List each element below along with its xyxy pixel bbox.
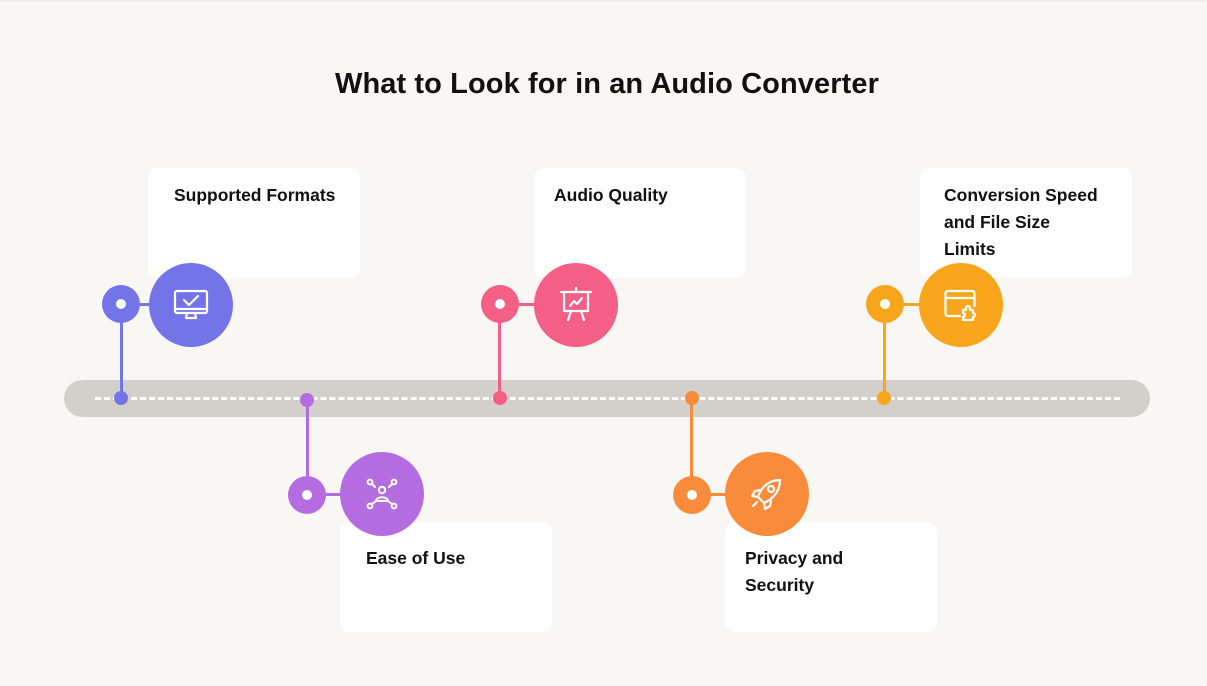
monitor-check-icon — [173, 289, 209, 320]
item-ring-marker — [673, 476, 711, 514]
item-connector — [326, 493, 346, 496]
presentation-chart-icon — [559, 286, 593, 322]
browser-plugin-icon — [944, 289, 977, 322]
page-title: What to Look for in an Audio Converter — [334, 68, 880, 100]
item-icon-circle — [534, 263, 618, 347]
item-connector — [140, 303, 154, 306]
timeline-dot — [114, 391, 128, 405]
timeline-dot — [685, 391, 699, 405]
item-label: Privacy and Security — [745, 548, 844, 595]
item-icon-circle — [149, 263, 233, 347]
item-label: Ease of Use — [366, 548, 466, 568]
item-icon-circle — [919, 263, 1003, 347]
rocket-icon — [750, 478, 782, 511]
item-icon-circle — [725, 452, 809, 536]
item-stem — [498, 305, 501, 398]
item-connector — [710, 493, 730, 496]
item-card: Conversion Speed and File Size Limits — [920, 168, 1132, 278]
item-card: Ease of Use — [340, 522, 552, 632]
timeline-dot — [300, 393, 314, 407]
item-label: Supported Formats — [174, 185, 336, 205]
item-connector — [518, 303, 538, 306]
item-ring-marker — [866, 285, 904, 323]
user-network-icon — [366, 478, 398, 510]
item-stem — [120, 305, 123, 398]
item-label: Audio Quality — [554, 185, 668, 205]
item-stem — [883, 305, 886, 398]
item-stem — [690, 400, 693, 495]
item-label: Conversion Speed and File Size Limits — [944, 185, 1098, 259]
item-card: Supported Formats — [148, 168, 360, 278]
item-ring-marker — [288, 476, 326, 514]
item-icon-circle — [340, 452, 424, 536]
timeline-dashed-line — [95, 397, 1120, 400]
timeline-dot — [493, 391, 507, 405]
item-connector — [903, 303, 923, 306]
item-card: Privacy and Security — [725, 522, 937, 632]
item-card: Audio Quality — [534, 168, 746, 278]
top-border — [0, 0, 1207, 2]
timeline-dot — [877, 391, 891, 405]
item-stem — [306, 400, 309, 495]
item-ring-marker — [481, 285, 519, 323]
item-ring-marker — [102, 285, 140, 323]
